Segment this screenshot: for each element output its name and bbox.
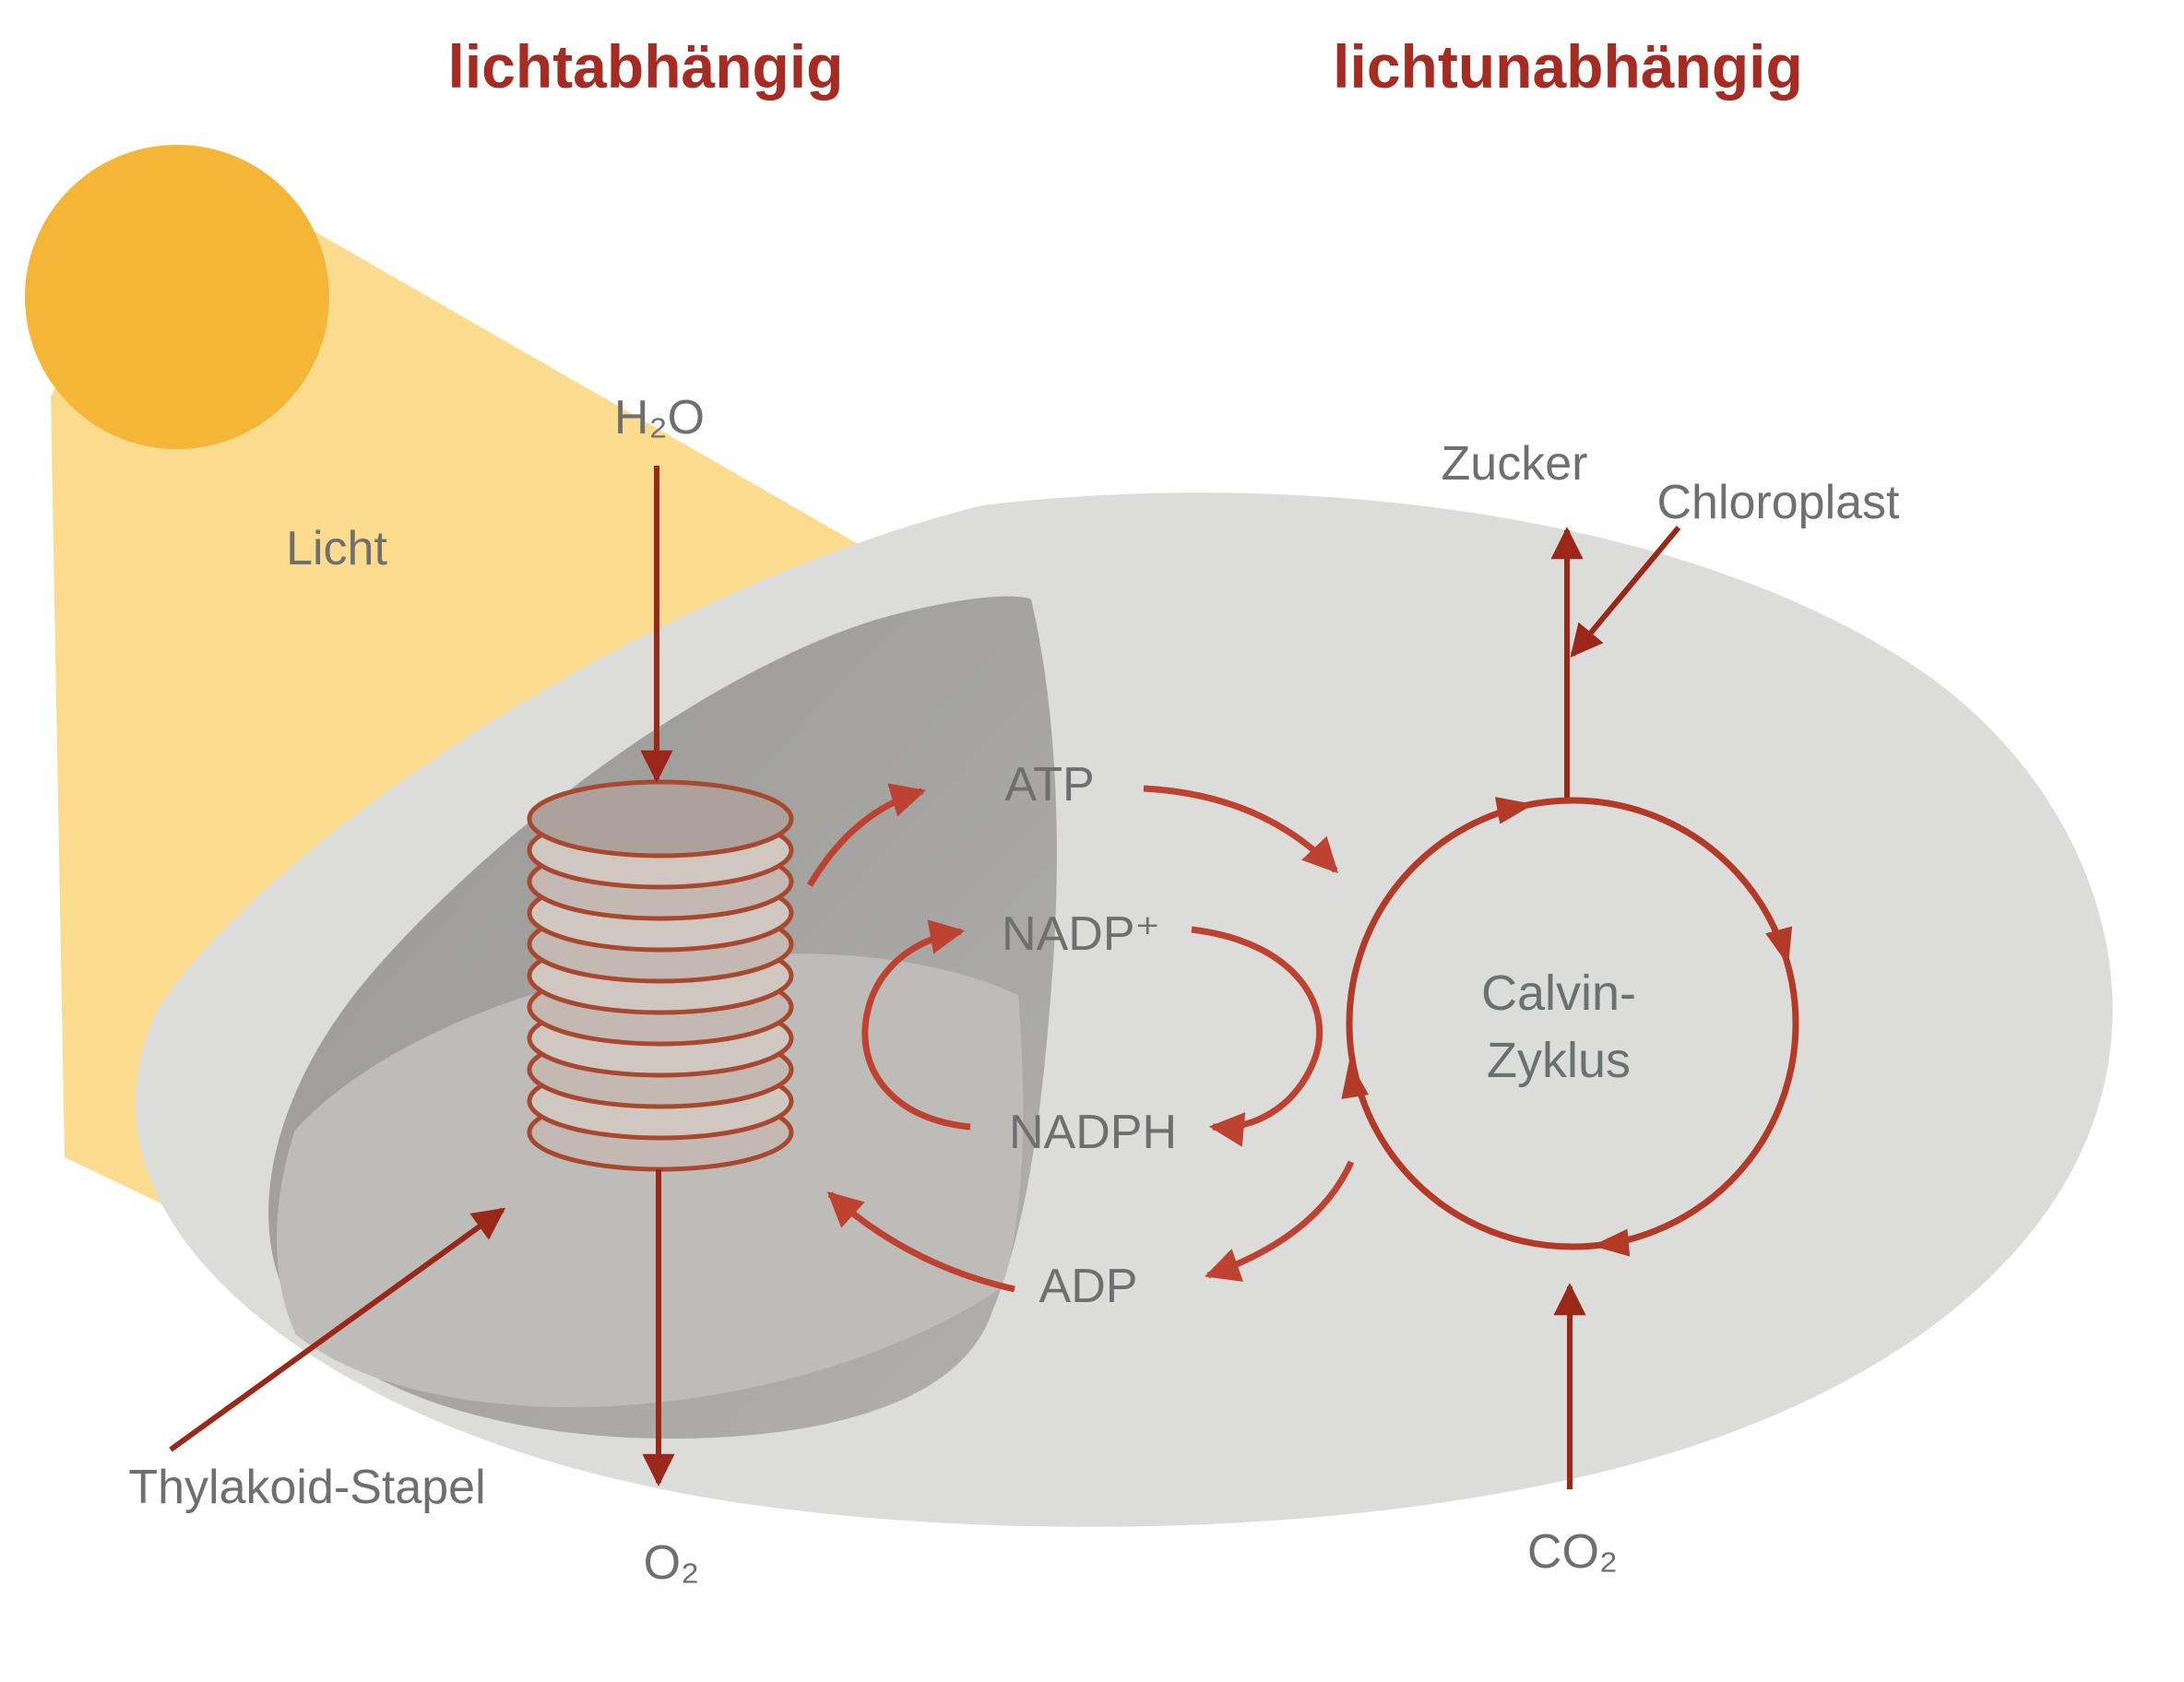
stroma xyxy=(244,954,1097,1407)
label-calvin-line1: Calvin- xyxy=(1481,965,1636,1021)
calvin-to-adp-arrow xyxy=(1205,1160,1355,1282)
header-light-dependent: lichtabhängig xyxy=(448,32,844,101)
nadph-to-nadp-arrow xyxy=(861,919,971,1131)
nadp-to-nadph-arrow xyxy=(1191,926,1323,1147)
label-atp: ATP xyxy=(1004,758,1094,811)
label-chloroplast: Chloroplast xyxy=(1656,476,1900,529)
label-zucker: Zucker xyxy=(1442,437,1588,491)
label-h2o: H₂O xyxy=(614,391,705,444)
calvin-cycle-arrowhead-left xyxy=(1341,1060,1370,1099)
header-light-independent: lichtunabhängig xyxy=(1333,32,1803,101)
atp-to-calvin-arrow xyxy=(1143,785,1338,874)
adp-to-stack-arrow xyxy=(826,1191,1015,1293)
label-thylakoid-stapel: Thylakoid-Stapel xyxy=(128,1461,485,1514)
label-nadp: NADP⁺ xyxy=(1002,907,1160,961)
label-adp: ADP xyxy=(1039,1260,1138,1313)
thylakoid-pointer-arrow xyxy=(169,1207,506,1452)
calvin-cycle-arrowhead-right xyxy=(1765,926,1793,965)
thylakoid-disc xyxy=(527,779,794,859)
calvin-cycle-arrowhead-bottom xyxy=(1592,1228,1631,1257)
calvin-cycle-arrowhead-top xyxy=(1495,797,1534,824)
label-o2: O₂ xyxy=(644,1536,700,1590)
label-calvin-line2: Zyklus xyxy=(1487,1033,1631,1088)
calvin-cycle-circle xyxy=(1346,797,1799,1250)
label-co2: CO₂ xyxy=(1527,1525,1618,1579)
label-licht: Licht xyxy=(286,522,387,575)
chloroplast-pointer-arrow xyxy=(1570,526,1681,657)
sun-icon xyxy=(25,145,329,449)
thylakoid-stack xyxy=(527,779,794,1172)
stack-to-atp-arrow xyxy=(806,783,927,887)
label-nadph: NADPH xyxy=(1009,1106,1177,1159)
